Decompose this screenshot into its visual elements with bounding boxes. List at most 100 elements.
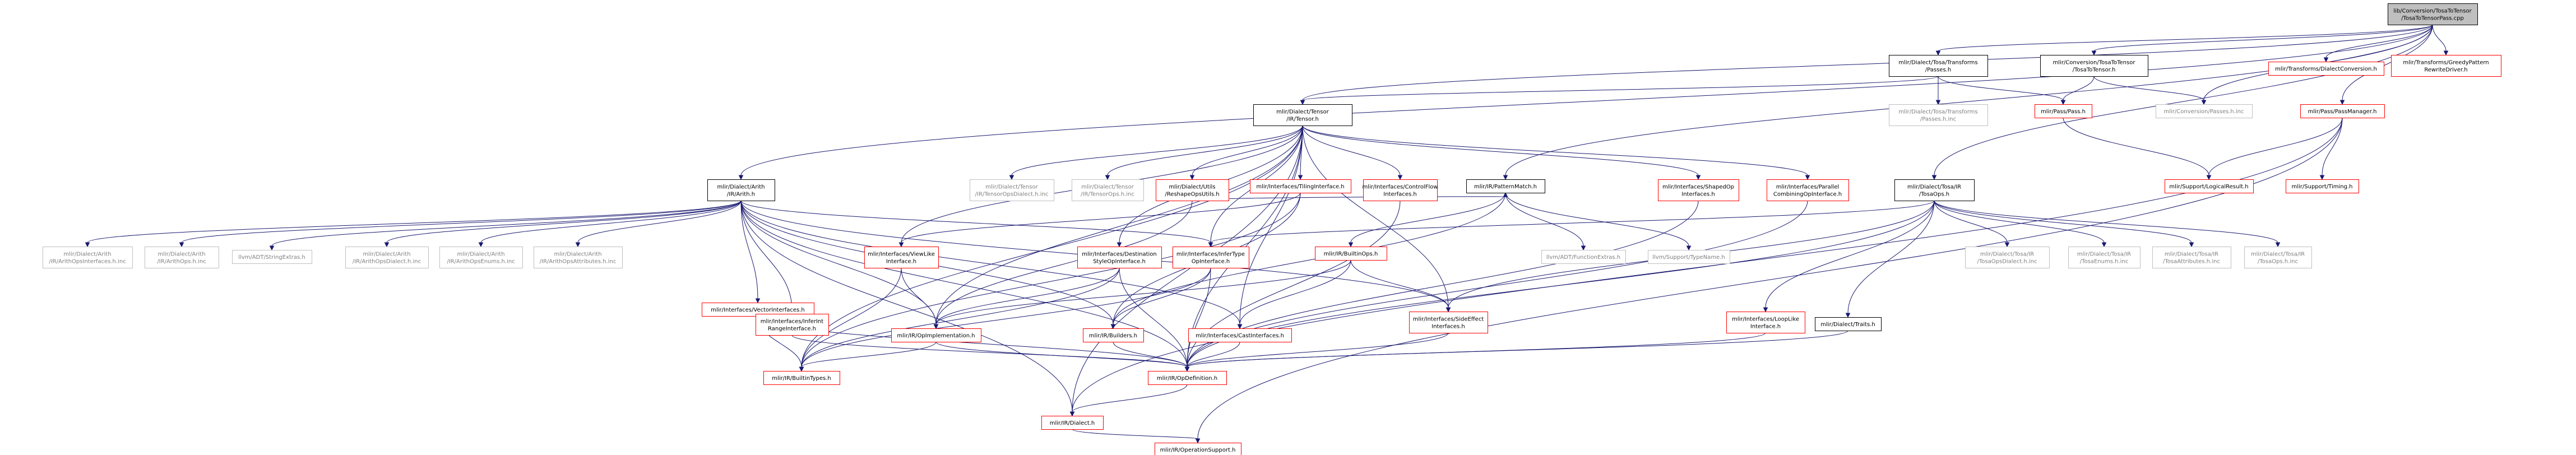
node-box [1889, 104, 1988, 126]
node-opimplementation[interactable]: mlir/IR/OpImplementation.h [891, 328, 981, 342]
node-arith_opsenums_inc[interactable]: mlir/Dialect/Arith/IR/ArithOpsEnums.h.in… [439, 247, 523, 268]
node-arith_opsdialect_inc[interactable]: mlir/Dialect/Arith/IR/ArithOpsDialect.h.… [345, 247, 429, 268]
node-arith_ir[interactable]: mlir/Dialect/Arith/IR/Arith.h [707, 179, 775, 201]
node-utils_reshape[interactable]: mlir/Dialect/Utils/ReshapeOpsUtils.h [1156, 179, 1229, 201]
node-label-line: OpInterface.h [1192, 259, 1230, 265]
node-box [2152, 247, 2231, 268]
node-label-line: mlir/Dialect/Tosa/IR [2077, 252, 2131, 258]
node-parallel_iface[interactable]: mlir/Interfaces/ParallelCombiningOpInter… [1767, 179, 1849, 201]
edge-root-to-tosa_transforms_passes [1935, 24, 2433, 56]
edge-root-to-pass_passmanager [2339, 24, 2433, 105]
node-tiling_iface[interactable]: mlir/Interfaces/TilingInterface.h [1250, 179, 1351, 193]
node-patternmatch[interactable]: mlir/IR/PatternMatch.h [1466, 179, 1545, 193]
node-arith_opinterfaces_inc[interactable]: mlir/Dialect/Arith/IR/ArithOpsInterfaces… [43, 247, 133, 268]
node-ir_opdefinition[interactable]: mlir/IR/OpDefinition.h [1148, 371, 1227, 385]
node-box [232, 250, 312, 264]
node-ir_operationsupport[interactable]: mlir/IR/OperationSupport.h [1155, 443, 1241, 455]
edge-shapedop_iface-to-ir_opdefinition [1184, 200, 1699, 372]
edge-arith_ir-to-arith_opinterfaces_inc [85, 200, 742, 248]
node-box [2244, 247, 2312, 268]
node-label-line: mlir/Transforms/GreedyPattern [2403, 60, 2489, 66]
edge-opimplementation-to-ir_opdefinition [935, 341, 1190, 372]
node-label-line: mlir/Support/LogicalResult.h [2169, 184, 2248, 190]
edge-tosa_ir-to-infertype_iface [1208, 200, 1935, 248]
node-llvm_stringextras[interactable]: llvm/ADT/StringExtras.h [232, 250, 312, 264]
node-support_timing[interactable]: mlir/Support/Timing.h [2286, 179, 2359, 193]
node-box [1658, 179, 1739, 201]
node-label-line: /TosaOpsDialect.h.inc [1977, 259, 2037, 265]
node-destination_iface[interactable]: mlir/Interfaces/DestinationStyleOpInterf… [1077, 247, 1162, 268]
node-tosa_ops_inc[interactable]: mlir/Dialect/Tosa/IR/TosaOps.h.inc [2244, 247, 2312, 268]
node-tosa_ir[interactable]: mlir/Dialect/Tosa/IR/TosaOps.h [1894, 179, 1975, 201]
node-tensor_ops_inc[interactable]: mlir/Dialect/Tensor/IR/TensorOps.h.inc [1072, 179, 1144, 201]
node-tosa_attributes_inc[interactable]: mlir/Dialect/Tosa/IR/TosaAttributes.h.in… [2152, 247, 2231, 268]
node-label-line: mlir/IR/Dialect.h [1050, 420, 1095, 426]
node-box [1072, 179, 1144, 201]
edge-patternmatch-to-llvm_functionextras [1505, 192, 1586, 251]
edge-tosa_transforms_passes-to-tensor_ir [1300, 76, 1939, 105]
node-box [1889, 55, 1988, 77]
node-label-line: mlir/Pass/Pass.h [2041, 109, 2086, 115]
node-label-line: mlir/Dialect/Tosa/IR [1907, 184, 1961, 191]
node-pass_pass[interactable]: mlir/Pass/Pass.h [2035, 104, 2092, 118]
node-tosa_opsdialect_inc[interactable]: mlir/Dialect/Tosa/IR/TosaOpsDialect.h.in… [1965, 247, 2050, 268]
edge-tensor_ir-to-tensor_ops_inc [1105, 125, 1303, 180]
node-ir_builtinops[interactable]: mlir/IR/BuiltinOps.h [1315, 247, 1387, 261]
node-label-line: /IR/TensorOpsDialect.h.inc [975, 192, 1049, 198]
node-box [2156, 104, 2253, 118]
node-ir_builders[interactable]: mlir/IR/Builders.h [1083, 328, 1144, 342]
node-transforms_greedy[interactable]: mlir/Transforms/GreedyPatternRewriteDriv… [2391, 55, 2501, 77]
node-root[interactable]: lib/Conversion/TosaToTensor/TosaToTensor… [2388, 3, 2478, 25]
node-box [1077, 247, 1162, 268]
node-box [1188, 328, 1292, 342]
node-label-line: mlir/Interfaces/ShapedOp [1662, 184, 1734, 191]
node-support_logical[interactable]: mlir/Support/LogicalResult.h [2165, 179, 2254, 193]
node-arith_ops_inc[interactable]: mlir/Dialect/Arith/IR/ArithOps.h.inc [145, 247, 219, 268]
node-llvm_typename[interactable]: llvm/Support/TypeName.h [1648, 250, 1730, 264]
edge-root-to-conv_tosatotensor [2091, 24, 2433, 56]
node-ir_dialect[interactable]: mlir/IR/Dialect.h [1041, 416, 1104, 430]
edge-controlflow_iface-to-ir_opdefinition [1184, 200, 1401, 372]
node-label-line: mlir/Conversion/Passes.h.inc [2163, 109, 2244, 115]
node-tosa_transforms_passes_inc[interactable]: mlir/Dialect/Tosa/Transforms/Passes.h.in… [1889, 104, 1988, 126]
node-conv_passes_inc[interactable]: mlir/Conversion/Passes.h.inc [2156, 104, 2253, 118]
node-ir_builtintypes[interactable]: mlir/IR/BuiltinTypes.h [763, 371, 840, 385]
node-label-line: RangeInterface.h [768, 326, 816, 332]
node-conv_tosatotensor[interactable]: mlir/Conversion/TosaToTensor/TosaToTenso… [2040, 55, 2148, 77]
node-tosa_enums_inc[interactable]: mlir/Dialect/Tosa/IR/TosaEnums.h.inc [2068, 247, 2141, 268]
node-box [1648, 250, 1730, 264]
node-box [1148, 371, 1227, 385]
node-label-line: mlir/Dialect/Arith [157, 252, 205, 258]
node-cast_iface[interactable]: mlir/Interfaces/CastInterfaces.h [1188, 328, 1292, 342]
node-label-line: mlir/Interfaces/ControlFlow [1362, 184, 1438, 191]
node-label-line: mlir/Dialect/Traits.h [1820, 322, 1875, 328]
node-box [1253, 104, 1352, 126]
node-arith_opsattr_inc[interactable]: mlir/Dialect/Arith/IR/ArithOpsAttributes… [534, 247, 623, 268]
node-tosa_traits[interactable]: mlir/Dialect/Traits.h [1815, 317, 1882, 331]
node-box [2268, 62, 2384, 76]
node-transforms_dialectconversion[interactable]: mlir/Transforms/DialectConversion.h [2268, 62, 2384, 76]
node-box [2286, 179, 2359, 193]
node-pass_passmanager[interactable]: mlir/Pass/PassManager.h [2300, 104, 2385, 118]
edge-root-to-transforms_greedy [2432, 24, 2449, 56]
node-box [2300, 104, 2385, 118]
node-tensor_ir[interactable]: mlir/Dialect/Tensor/IR/Tensor.h [1253, 104, 1352, 126]
node-box [1726, 312, 1805, 333]
node-box [1894, 179, 1975, 201]
edge-viewlike_iface-to-opimplementation [901, 267, 939, 329]
node-box [43, 247, 133, 268]
node-label-line: RewriteDriver.h [2424, 67, 2467, 73]
node-label-line: Interface.h [1750, 324, 1781, 330]
node-tensor_opsdialect_inc[interactable]: mlir/Dialect/Tensor/IR/TensorOpsDialect.… [970, 179, 1054, 201]
node-tosa_transforms_passes[interactable]: mlir/Dialect/Tosa/Transforms/Passes.h [1889, 55, 1988, 77]
edge-tensor_ir-to-utils_reshape [1189, 125, 1303, 180]
node-llvm_functionextras[interactable]: llvm/ADT/FunctionExtras.h [1541, 250, 1626, 264]
